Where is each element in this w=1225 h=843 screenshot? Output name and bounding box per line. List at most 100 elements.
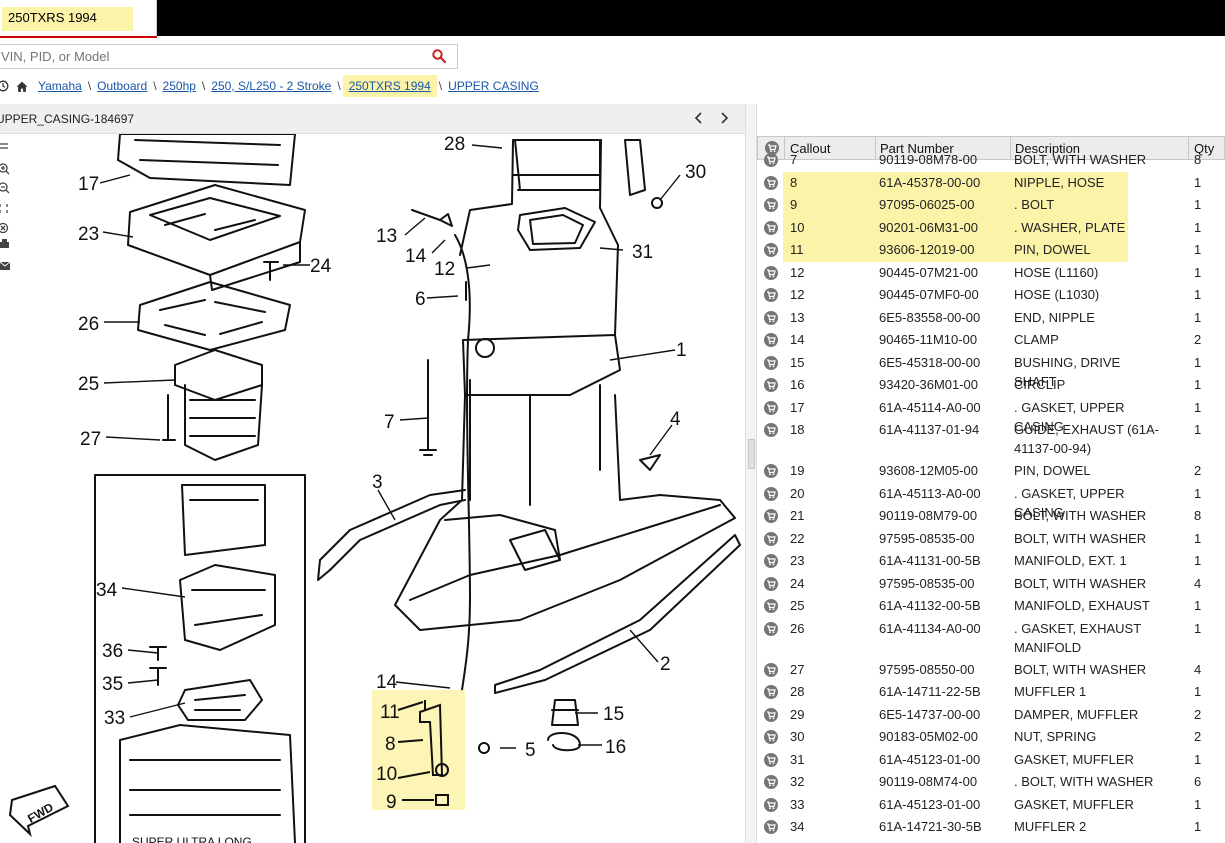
add-to-cart-icon[interactable]	[764, 243, 778, 257]
callout-14: 14	[405, 246, 427, 267]
header-callout[interactable]: Callout	[790, 141, 831, 156]
cart-all-icon[interactable]	[765, 141, 779, 155]
callout-4: 4	[670, 409, 681, 430]
add-to-cart-icon[interactable]	[764, 333, 778, 347]
breadcrumb-yamaha[interactable]: Yamaha	[38, 79, 82, 93]
home-icon[interactable]	[15, 80, 29, 93]
add-to-cart-icon[interactable]	[764, 423, 778, 437]
add-to-cart-icon[interactable]	[764, 378, 778, 392]
add-to-cart-icon[interactable]	[764, 288, 778, 302]
cell-part-number: 97595-08535-00	[879, 575, 975, 591]
add-to-cart-icon[interactable]	[764, 355, 778, 370]
callout-10: 10	[376, 764, 397, 785]
next-diagram-icon[interactable]	[716, 110, 732, 126]
tab-250txrs-1994[interactable]: 250TXRS 1994	[0, 0, 157, 36]
add-to-cart-icon[interactable]	[764, 509, 778, 523]
add-to-cart-icon[interactable]	[764, 198, 778, 212]
add-to-cart-icon[interactable]	[764, 730, 778, 744]
splitter-grip[interactable]	[748, 439, 755, 469]
cell-description: . GASKET, UPPER CASING	[1014, 399, 1125, 434]
fit-screen-icon[interactable]	[0, 204, 8, 213]
zoom-out-icon[interactable]	[0, 182, 10, 194]
add-to-cart-icon[interactable]	[764, 220, 778, 235]
callout-15: 15	[603, 704, 624, 725]
add-to-cart-icon[interactable]	[764, 400, 778, 415]
active-tab-indicator	[0, 36, 157, 38]
add-to-cart-icon[interactable]	[764, 554, 778, 568]
header-description[interactable]: Description	[1015, 141, 1081, 156]
add-to-cart-icon[interactable]	[764, 265, 778, 280]
add-to-cart-icon[interactable]	[764, 576, 778, 591]
breadcrumb-upper-casing[interactable]: UPPER CASING	[448, 79, 539, 93]
history-icon[interactable]	[0, 80, 9, 92]
cell-part-number: 90445-07MF0-00	[879, 287, 979, 302]
add-to-cart-icon[interactable]	[764, 820, 778, 834]
search-input[interactable]	[0, 45, 417, 68]
search-icon[interactable]	[432, 49, 446, 63]
print-icon[interactable]	[0, 239, 9, 248]
add-to-cart-icon[interactable]	[764, 621, 778, 636]
header-part-number[interactable]: Part Number	[880, 141, 954, 156]
add-to-cart-icon[interactable]	[764, 662, 778, 677]
cell-qty: 1	[1194, 264, 1202, 280]
cell-description: BOLT, WITH WASHER	[1014, 152, 1147, 167]
header-qty[interactable]: Qty	[1194, 141, 1215, 156]
breadcrumb-250hp[interactable]: 250hp	[162, 79, 196, 93]
add-to-cart-icon[interactable]	[764, 153, 778, 167]
add-to-cart-icon[interactable]	[764, 464, 778, 478]
exploded-parts-diagram[interactable]: 28 30 17 23 24 13 14 12 31 6 26 1 25 7 2…	[0, 134, 745, 843]
zoom-in-icon[interactable]	[0, 163, 10, 175]
add-to-cart-icon[interactable]	[764, 797, 778, 812]
panel-splitter[interactable]	[745, 104, 757, 843]
email-icon[interactable]	[0, 261, 11, 270]
cell-part-number: 90119-08M79-00	[879, 508, 978, 523]
add-to-cart-icon[interactable]	[764, 599, 778, 613]
add-to-cart-icon[interactable]	[764, 707, 778, 722]
add-to-cart-icon[interactable]	[764, 486, 778, 501]
previous-diagram-icon[interactable]	[691, 110, 707, 126]
add-to-cart-icon[interactable]	[764, 685, 778, 699]
add-to-cart-icon[interactable]	[764, 310, 778, 325]
add-to-cart-icon[interactable]	[764, 752, 778, 767]
reset-icon[interactable]	[0, 222, 9, 234]
add-to-cart-icon[interactable]	[764, 775, 778, 789]
breadcrumb-250txrs-1994[interactable]: 250TXRS 1994	[348, 79, 431, 93]
callout-6: 6	[415, 289, 426, 310]
breadcrumb-outboard[interactable]: Outboard	[97, 79, 148, 93]
cell-part-number: 6E5-83558-00-00	[879, 309, 981, 325]
breadcrumb-250-2-stroke[interactable]: 250, S/L250 - 2 Stroke	[211, 79, 332, 93]
add-to-cart-icon[interactable]	[764, 175, 778, 190]
add-to-cart-icon[interactable]	[764, 531, 778, 546]
cell-callout: 12	[790, 264, 805, 280]
menu-icon[interactable]	[0, 143, 8, 149]
